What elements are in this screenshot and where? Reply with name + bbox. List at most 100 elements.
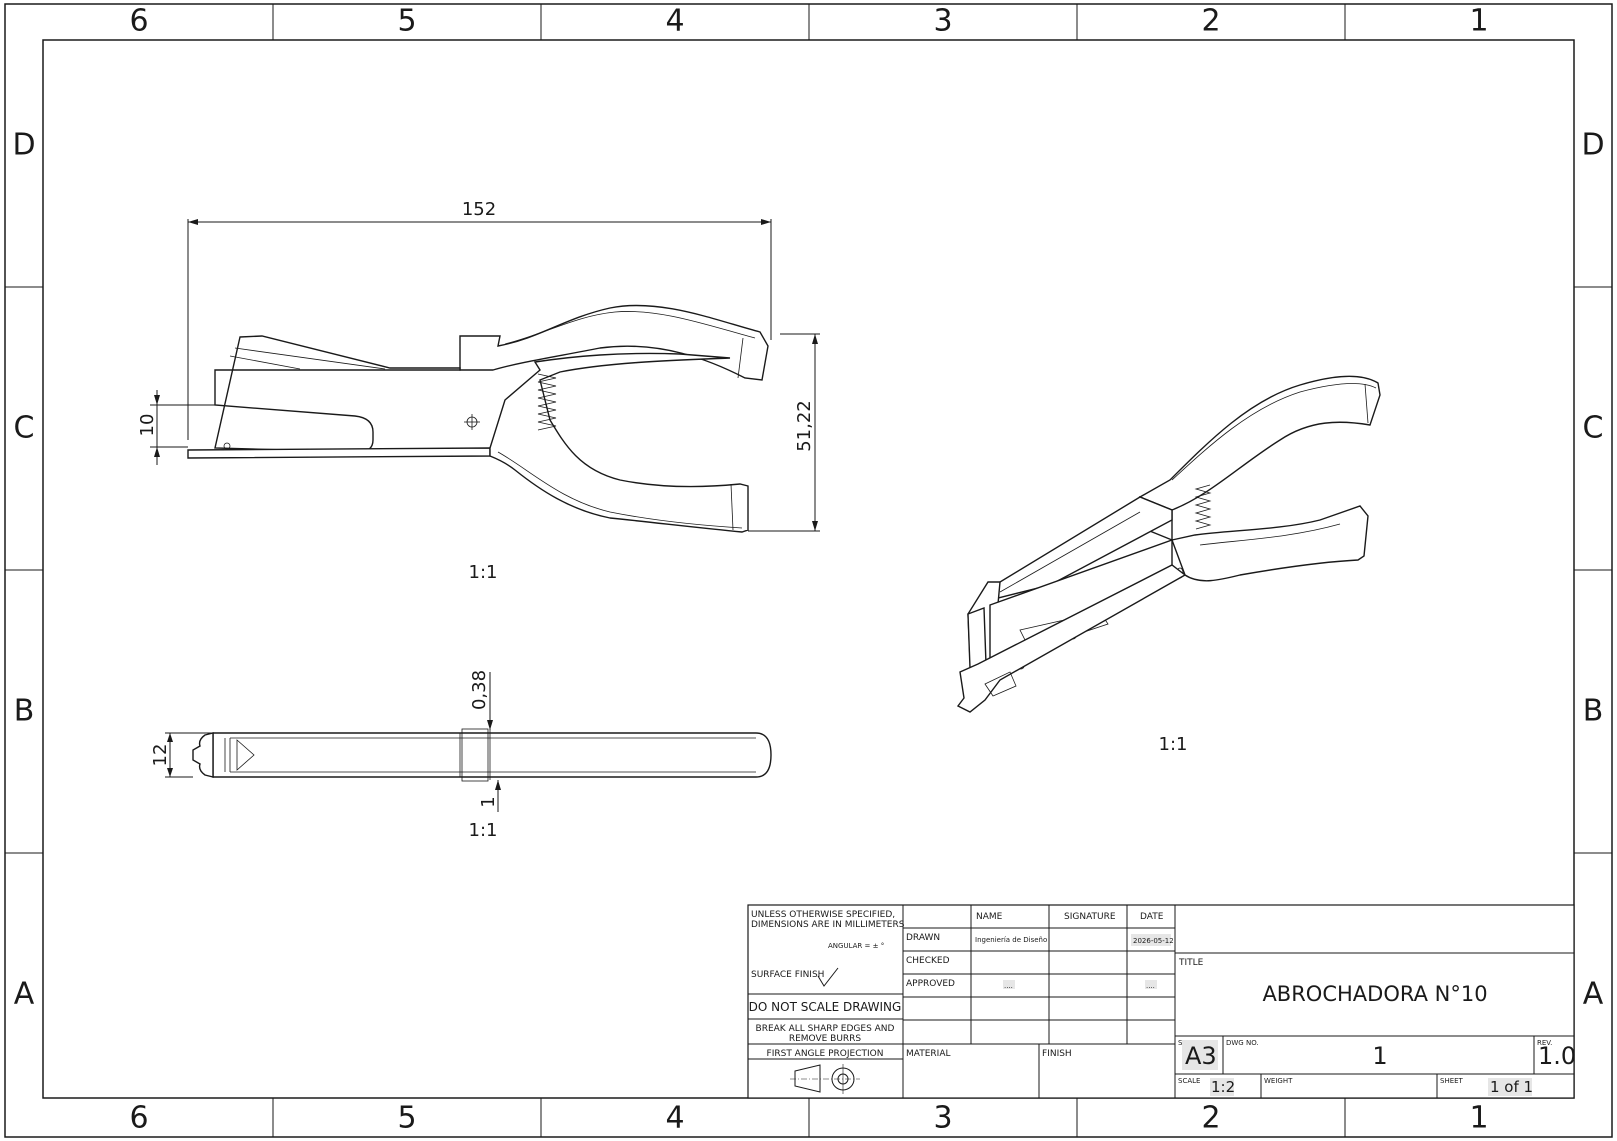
iso-spring [1194, 484, 1212, 530]
iso-base [956, 564, 1187, 713]
front-view[interactable]: 152 51,22 10 1:1 [137, 199, 820, 583]
tb-approved-date: .... [1146, 982, 1155, 990]
tb-approved-name-highlight [1003, 980, 1015, 989]
tb-size-highlight [1182, 1040, 1218, 1070]
tb-break-edges-1: BREAK ALL SHARP EDGES AND [756, 1024, 895, 1034]
iso-upper-edge [1171, 383, 1377, 481]
zone-top-1: 1 [1469, 4, 1488, 39]
top-clip [461, 728, 489, 782]
zone-right-D: D [1581, 128, 1604, 163]
zone-right-C: C [1583, 411, 1604, 446]
tb-col-date: DATE [1140, 912, 1164, 922]
tb-approved-date-highlight [1145, 980, 1157, 989]
top-nose [192, 732, 214, 778]
zone-top-6: 6 [129, 4, 148, 39]
tb-dwg-no: 1 [1372, 1042, 1387, 1070]
tb-col-name: NAME [976, 912, 1003, 922]
zone-dividers [5, 4, 1612, 1137]
zone-labels-bottom: 6 5 4 3 2 1 [129, 1101, 1488, 1136]
zone-bottom-1: 1 [1469, 1101, 1488, 1136]
zone-top-3: 3 [933, 4, 952, 39]
zone-bottom-2: 2 [1201, 1101, 1220, 1136]
top-dimension-width: 12 [150, 732, 213, 778]
iso-nose-front [967, 607, 987, 669]
tb-projection: FIRST ANGLE PROJECTION [767, 1049, 884, 1059]
front-magazine-line [234, 347, 386, 370]
dim-jaw-label: 10 [137, 414, 158, 437]
tb-material-label: MATERIAL [906, 1049, 951, 1059]
isometric-view[interactable]: 1:1 [956, 375, 1381, 755]
top-view-scale: 1:1 [469, 820, 498, 841]
iso-magazine-line [999, 511, 1141, 593]
tb-row-checked: CHECKED [906, 956, 950, 966]
iso-upper-handle [1138, 375, 1381, 511]
tb-drawn-date: 2026-05-12 [1133, 937, 1174, 945]
tb-break-edges-2: REMOVE BURRS [789, 1034, 862, 1044]
dim-bottom-label: 1 [478, 796, 499, 807]
iso-view-scale: 1:1 [1159, 734, 1188, 755]
tb-tolerance-note-2: DIMENSIONS ARE IN MILLIMETERS [751, 920, 905, 930]
top-body [212, 732, 772, 778]
zone-labels-top: 6 5 4 3 2 1 [129, 4, 1488, 39]
front-lower-handle [489, 352, 749, 533]
top-arrow-mark [236, 739, 255, 771]
first-angle-projection-icon [790, 1064, 860, 1094]
iso-lower-edge [1199, 523, 1341, 546]
zone-bottom-3: 3 [933, 1101, 952, 1136]
front-lower-edge [497, 451, 743, 529]
tb-scale: 1:2 [1211, 1078, 1235, 1096]
front-upper-handle-edge [504, 311, 756, 345]
zone-labels-left: D C B A [12, 128, 35, 1012]
tb-dwg-label: DWG NO. [1226, 1039, 1259, 1047]
tb-drawn-name: Ingeniería de Diseño [975, 936, 1047, 944]
zone-left-C: C [14, 411, 35, 446]
title-block[interactable]: UNLESS OTHERWISE SPECIFIED, DIMENSIONS A… [747, 904, 1576, 1099]
front-dimension-height: 51,22 [748, 333, 820, 532]
tb-size-label: SI [1178, 1039, 1185, 1047]
surface-finish-icon [817, 967, 839, 987]
tb-col-signature: SIGNATURE [1064, 912, 1116, 922]
dim-gap-label: 0,38 [469, 670, 490, 710]
zone-left-D: D [12, 128, 35, 163]
top-dimension-gap: 0,38 [469, 670, 493, 730]
tb-scale-label: SCALE [1178, 1077, 1200, 1085]
zone-bottom-4: 4 [665, 1101, 684, 1136]
dim-width-label: 12 [150, 744, 171, 767]
front-spring [537, 373, 557, 431]
front-base-plate [187, 447, 491, 459]
tb-tolerance-note-1: UNLESS OTHERWISE SPECIFIED, [751, 910, 895, 920]
tb-size: A3 [1185, 1042, 1217, 1070]
front-dimension-jaw: 10 [137, 390, 215, 465]
front-pivot-icon [464, 414, 480, 430]
tb-row-approved: APPROVED [906, 979, 955, 989]
front-dimension-length: 152 [187, 199, 772, 440]
tb-approved-name: .... [1004, 982, 1013, 990]
zone-top-5: 5 [397, 4, 416, 39]
tb-rev-label: REV. [1537, 1039, 1552, 1047]
iso-base-pad [984, 671, 1017, 697]
top-dimension-bottom: 1 [478, 780, 501, 812]
zone-labels-right: D C B A [1581, 128, 1604, 1012]
top-view[interactable]: 12 0,38 1 1:1 [150, 670, 772, 841]
front-lower-cap-line [730, 483, 734, 531]
zone-left-B: B [14, 694, 35, 729]
tb-sheet: 1 of 1 [1490, 1078, 1533, 1096]
zone-top-2: 2 [1201, 4, 1220, 39]
iso-lower-handle [1171, 505, 1369, 582]
front-view-scale: 1:1 [469, 562, 498, 583]
tb-surface-finish: SURFACE FINISH [751, 970, 824, 980]
zone-right-A: A [1583, 977, 1604, 1012]
tb-sheet-highlight [1488, 1078, 1532, 1096]
tb-title-label: TITLE [1178, 958, 1204, 968]
tb-title: ABROCHADORA N°10 [1262, 982, 1487, 1006]
front-upper-cap-line [737, 337, 744, 379]
zone-right-B: B [1583, 694, 1604, 729]
tb-rev: 1.0 [1538, 1042, 1576, 1070]
zone-left-A: A [14, 977, 35, 1012]
front-body [214, 335, 461, 453]
dim-length-label: 152 [462, 199, 496, 220]
zone-top-4: 4 [665, 4, 684, 39]
zone-bottom-6: 6 [129, 1101, 148, 1136]
iso-upper-cap [1364, 383, 1369, 424]
